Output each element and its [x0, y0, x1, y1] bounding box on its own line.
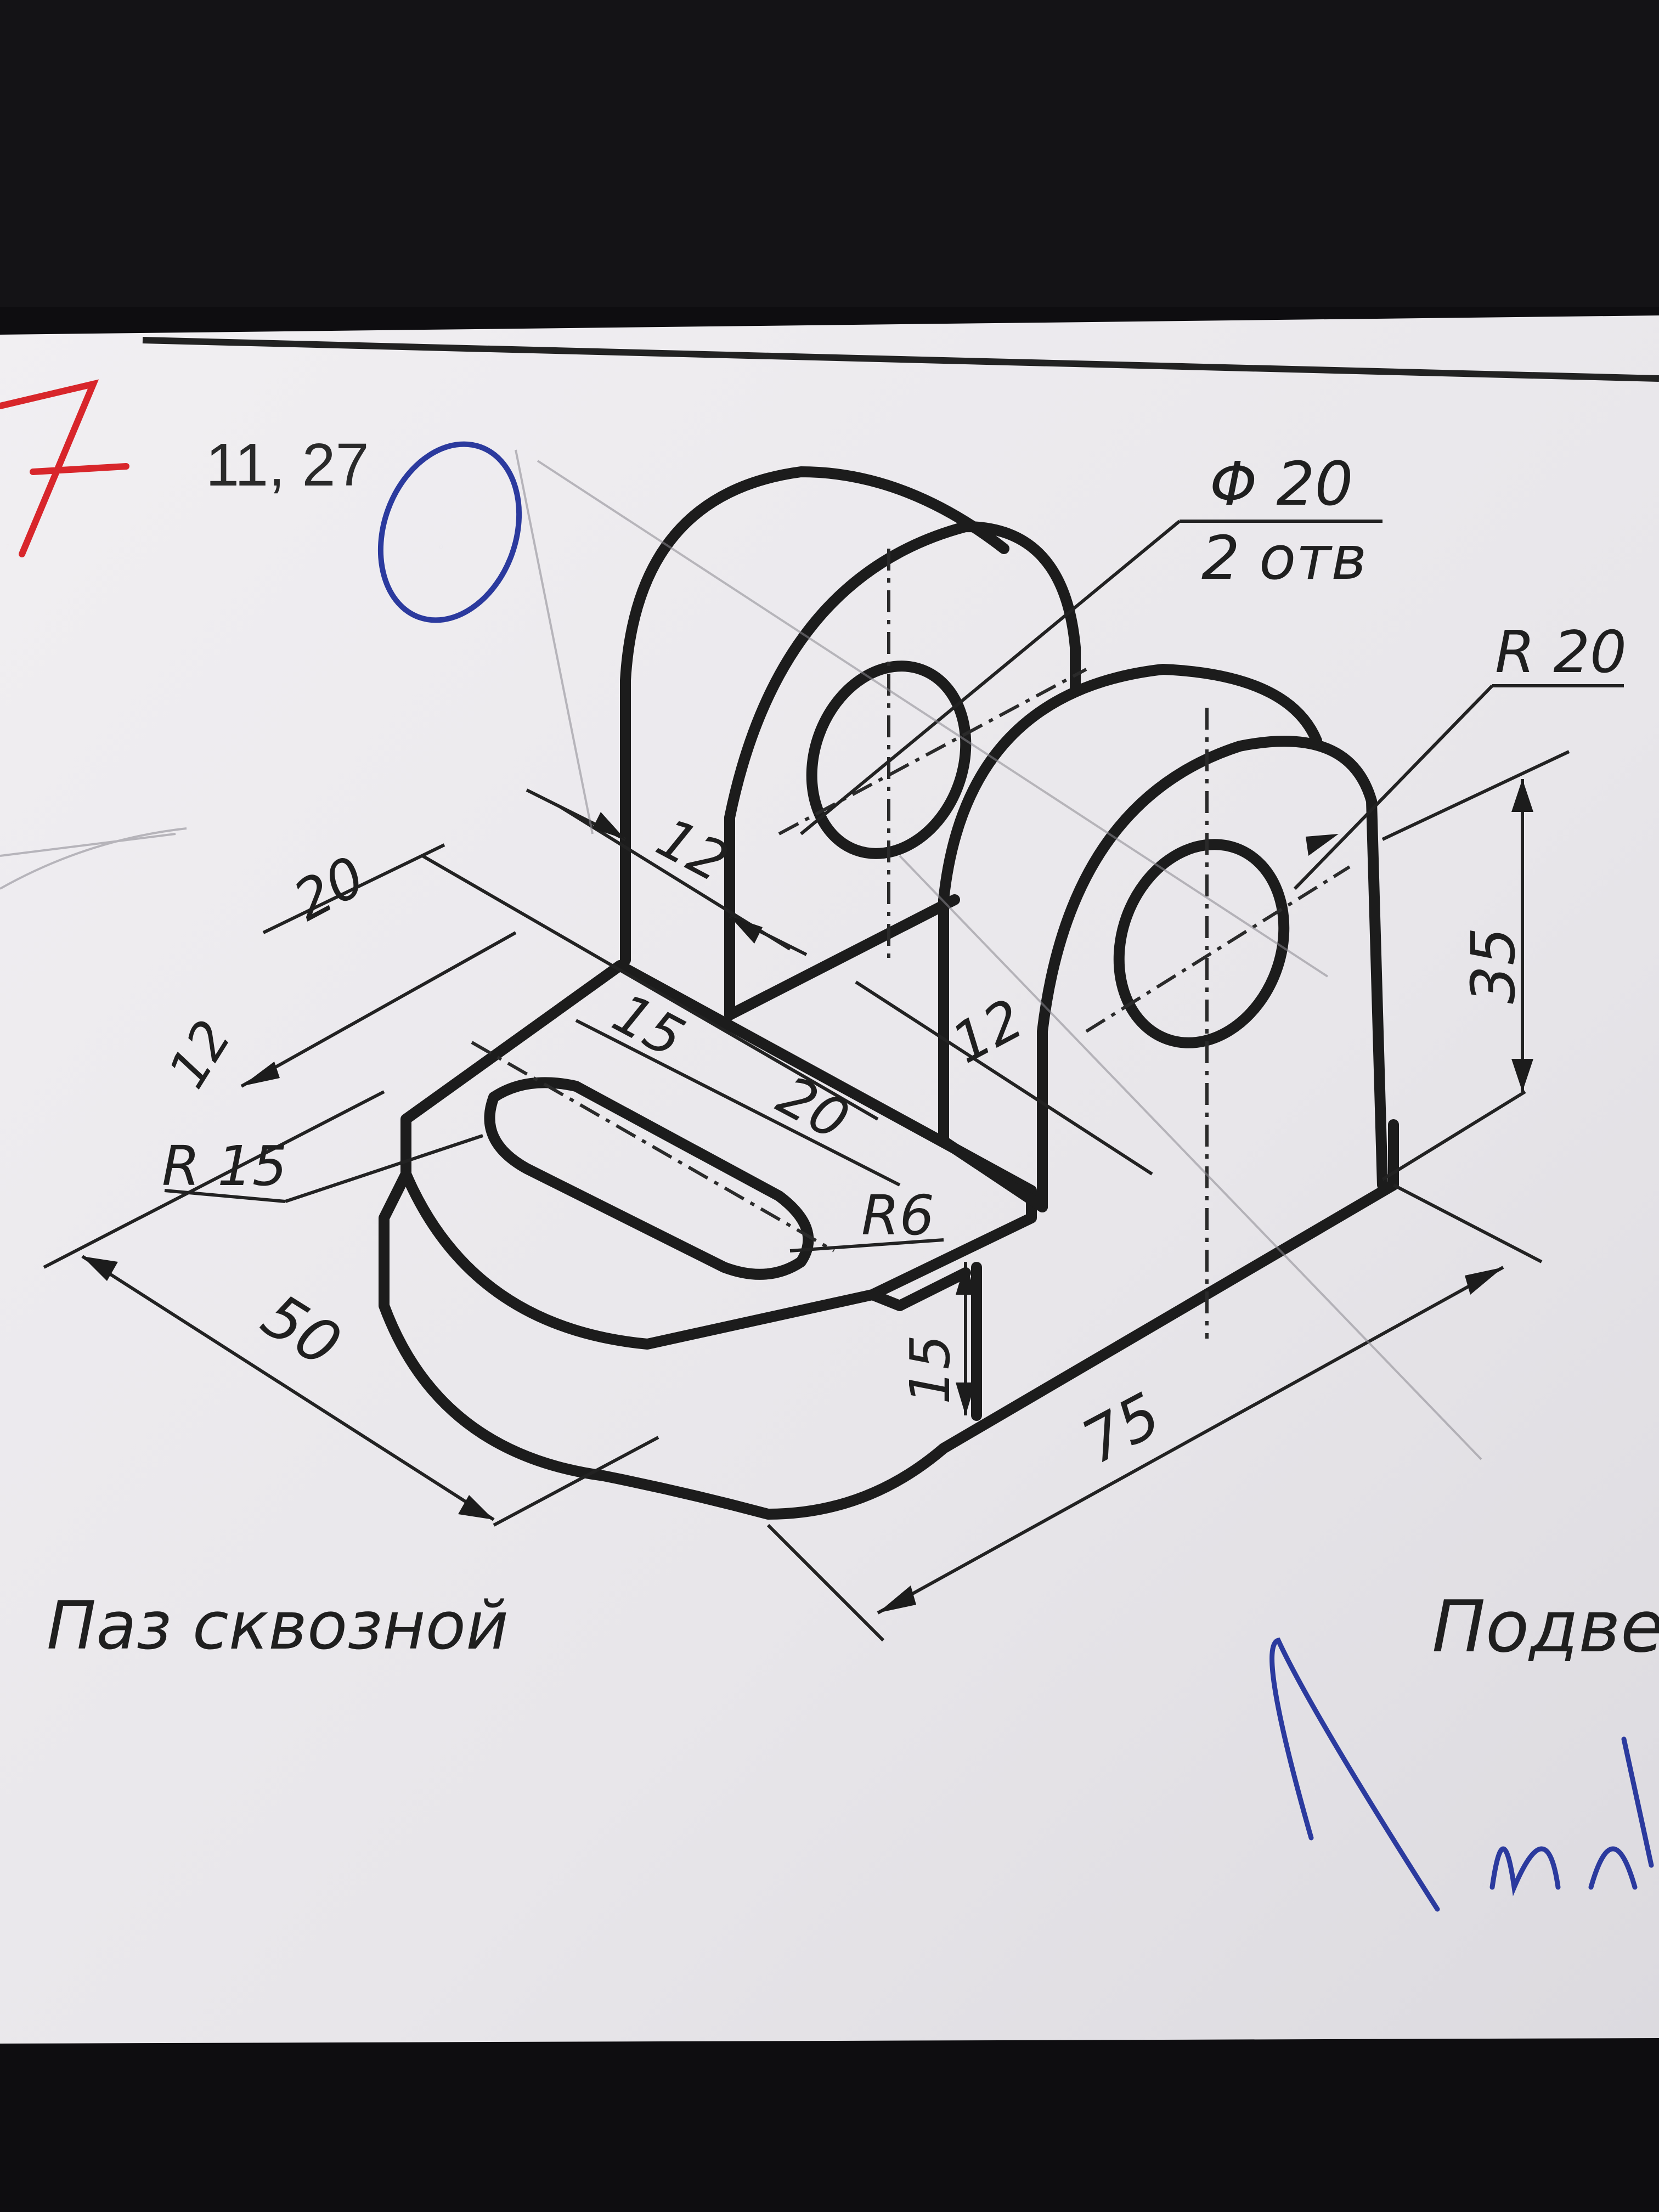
- dim-20-left: 20: [283, 844, 375, 933]
- arrowheads: [82, 779, 1533, 1613]
- handwritten-marks: 7 O 1 и: [0, 379, 1654, 1912]
- blue-bottom-text: 1 и: [1481, 1883, 1490, 1889]
- dim-height-35: 35: [1458, 927, 1528, 1004]
- dim-hole-count: 2 отв: [1201, 523, 1367, 593]
- caption-part-name: Подве: [1432, 1585, 1659, 1668]
- dim-radius-top: R 20: [1495, 619, 1627, 686]
- pencil-strokes: [0, 449, 1482, 1460]
- sheet-number: 11, 27: [206, 431, 369, 499]
- blue-circle-stroke: [377, 441, 522, 623]
- red-mark: 7: [5, 544, 9, 550]
- caption-slot-note: Паз сквозной: [47, 1588, 509, 1664]
- dim-thickness-right: 12: [941, 986, 1033, 1076]
- dim-depth-50: 50: [250, 1280, 353, 1380]
- blue-bottom-stroke: [1269, 1637, 1654, 1912]
- red-mark-stroke: [0, 379, 129, 557]
- centre-lines: [471, 549, 1351, 1339]
- dim-height-15: 15: [898, 1335, 962, 1404]
- dim-radius-r6: R6: [861, 1183, 934, 1248]
- dim-20-slot: 20: [768, 1063, 859, 1153]
- dim-hole-diameter: Φ 20: [1210, 449, 1353, 519]
- part-outline: [379, 466, 1399, 1520]
- dim-12-side: 12: [157, 1010, 243, 1098]
- dim-radius-r15: R 15: [162, 1134, 287, 1198]
- dim-length-75: 75: [1071, 1379, 1172, 1477]
- blue-circle-mark: O: [439, 544, 443, 550]
